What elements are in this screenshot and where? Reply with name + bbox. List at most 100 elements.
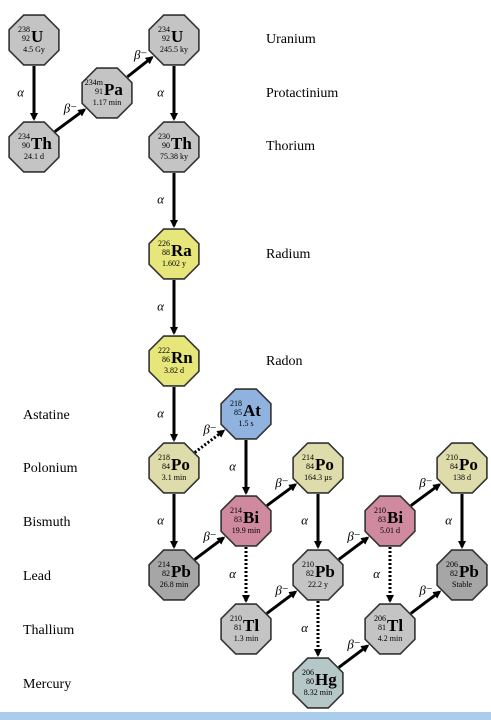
mass-number: 234	[18, 132, 30, 141]
element-symbol: Pa	[104, 80, 123, 99]
atomic-number: 84	[306, 462, 314, 471]
decay-arrow-tl210-pb210: β⁻	[265, 583, 298, 615]
decay-label-alpha: α	[301, 513, 309, 528]
element-symbol: Tl	[243, 616, 259, 635]
element-labels: Uranium Protactinium Thorium Radium Rado…	[23, 32, 338, 692]
element-symbol: Rn	[171, 348, 193, 367]
mass-number: 222	[158, 346, 170, 355]
label-astatine: Astatine	[23, 408, 70, 423]
mass-number: 230	[158, 132, 170, 141]
element-symbol: U	[31, 27, 43, 46]
half-life: 138 d	[453, 473, 471, 482]
nuclide-octagon	[148, 14, 200, 66]
label-radon: Radon	[266, 354, 303, 369]
nuclide-octagon	[364, 495, 416, 547]
mass-number: 238	[18, 25, 30, 34]
decay-arrow-th234-pa234: β⁻	[54, 101, 87, 133]
element-symbol: Th	[171, 134, 192, 153]
decay-arrow-pb210-hg206: α	[301, 601, 322, 657]
half-life: 19.9 min	[232, 526, 260, 535]
half-life: 4.5 Gy	[23, 45, 45, 54]
decay-arrow-pb214-bi214: β⁻	[193, 529, 226, 561]
nuclide-octagon	[292, 549, 344, 601]
nuclide-octagon	[292, 657, 344, 709]
nuclide-octagon	[148, 442, 200, 494]
atomic-number: 84	[162, 462, 170, 471]
atomic-number: 92	[162, 34, 170, 43]
decay-label-alpha: α	[445, 513, 453, 528]
half-life: 1.5 s	[238, 419, 253, 428]
nuclide-octagon	[292, 442, 344, 494]
mass-number: 214	[158, 560, 170, 569]
decay-arrow-pb210-bi210: β⁻	[337, 529, 370, 561]
element-symbol: Po	[459, 455, 478, 474]
element-symbol: Bi	[387, 508, 403, 527]
atomic-number: 88	[162, 248, 170, 257]
element-symbol: Tl	[387, 616, 403, 635]
mass-number: 234m	[85, 78, 104, 87]
decay-arrow-rn222-po218: α	[157, 387, 178, 442]
nuclide-octagon	[81, 67, 133, 119]
atomic-number: 81	[234, 623, 242, 632]
decay-arrow-th230-ra226: α	[157, 173, 178, 228]
atomic-number: 84	[450, 462, 458, 471]
element-symbol: At	[243, 401, 261, 420]
half-life: 4.2 min	[378, 634, 402, 643]
atomic-number: 90	[162, 141, 170, 150]
element-symbol: Th	[31, 134, 52, 153]
decay-label-alpha: α	[157, 406, 165, 421]
decay-label-beta: β⁻	[346, 637, 360, 652]
decay-label-beta: β⁻	[202, 422, 216, 437]
element-symbol: Ra	[171, 241, 192, 260]
decay-label-alpha: α	[301, 620, 309, 635]
mass-number: 226	[158, 239, 170, 248]
decay-arrow-u238-th234: α	[17, 66, 38, 121]
mass-number: 218	[158, 453, 170, 462]
nuclide-octagon	[148, 121, 200, 173]
nuclide-octagon	[8, 121, 60, 173]
half-life: 245.5 ky	[160, 45, 188, 54]
atomic-number: 83	[378, 515, 386, 524]
decay-label-alpha: α	[229, 566, 237, 581]
decay-label-beta: β⁻	[346, 529, 360, 544]
decay-label-beta: β⁻	[202, 529, 216, 544]
half-life: 5.01 d	[380, 526, 400, 535]
nuclide-octagon	[364, 603, 416, 655]
mass-number: 214	[230, 506, 242, 515]
nuclide-octagon	[148, 335, 200, 387]
element-symbol: Po	[315, 455, 334, 474]
atomic-number: 92	[22, 34, 30, 43]
nuclide-octagon	[148, 549, 200, 601]
decay-label-alpha: α	[17, 85, 25, 100]
mass-number: 218	[230, 399, 242, 408]
atomic-number: 82	[162, 569, 170, 578]
nuclide-octagon	[220, 495, 272, 547]
element-symbol: Hg	[315, 670, 337, 689]
nuclide-octagon	[148, 228, 200, 280]
atomic-number: 86	[162, 355, 170, 364]
element-symbol: Po	[171, 455, 190, 474]
decay-arrow-tl206-pb206: β⁻	[409, 583, 442, 615]
nuclide-octagon	[8, 14, 60, 66]
nuclide-octagon	[220, 388, 272, 440]
decay-arrow-bi210-po210: β⁻	[410, 475, 442, 507]
half-life: 1.3 min	[234, 634, 258, 643]
decay-label-alpha: α	[157, 299, 165, 314]
atomic-number: 82	[306, 569, 314, 578]
mass-number: 206	[446, 560, 458, 569]
half-life: 1.602 y	[162, 259, 186, 268]
half-life: 3.1 min	[162, 473, 186, 482]
atomic-number: 83	[234, 515, 242, 524]
decay-label-beta: β⁻	[274, 583, 288, 598]
